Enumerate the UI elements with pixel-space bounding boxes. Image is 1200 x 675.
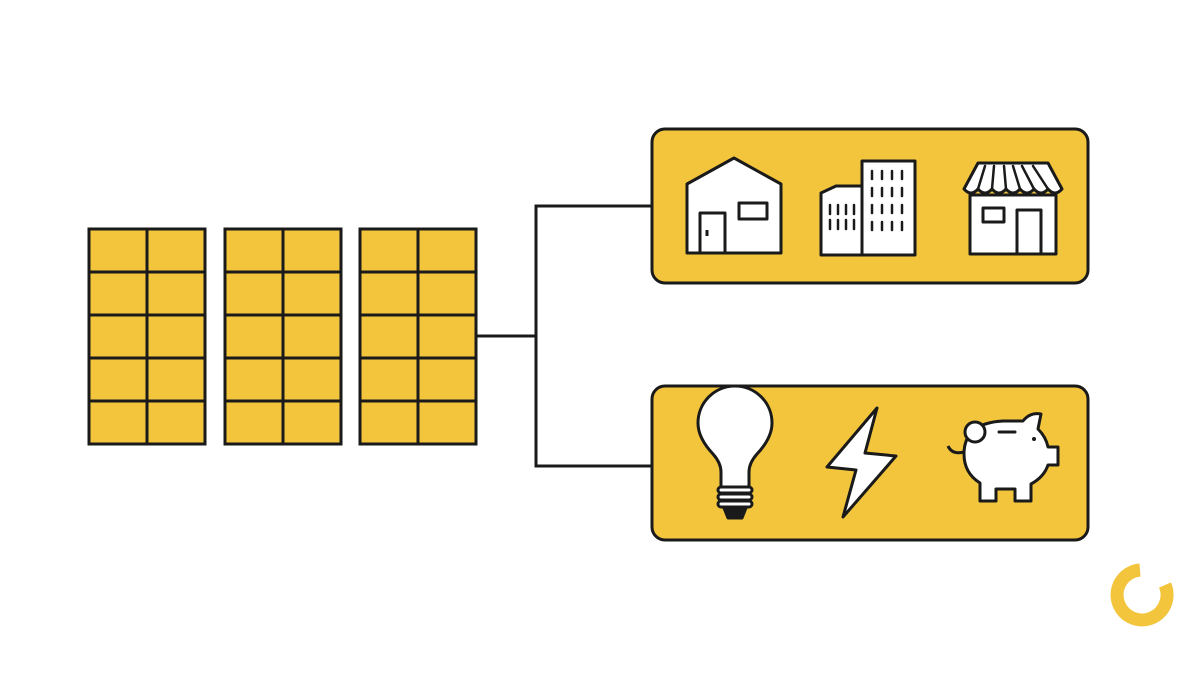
solar-cell — [416, 270, 478, 317]
uses-box — [650, 127, 1090, 285]
solar-cell — [223, 270, 285, 317]
solar-cell — [281, 356, 343, 403]
solar-cell — [223, 399, 285, 446]
solar-cell — [145, 313, 207, 360]
solar-cell — [87, 399, 149, 446]
solar-cell — [416, 313, 478, 360]
solar-cell — [87, 270, 149, 317]
solar-cell — [416, 356, 478, 403]
solar-cell — [358, 227, 420, 274]
solar-cell — [358, 356, 420, 403]
solar-cell — [358, 313, 420, 360]
solar-cell — [145, 227, 207, 274]
lightning-bolt-icon — [825, 406, 898, 519]
house-icon — [685, 156, 783, 255]
solar-cell — [145, 270, 207, 317]
storefront-icon — [962, 161, 1064, 256]
solar-cell — [416, 399, 478, 446]
solar-cell — [87, 356, 149, 403]
solar-panel-array — [87, 227, 478, 446]
solar-panel — [223, 227, 343, 446]
solar-cell — [223, 313, 285, 360]
solar-cell — [358, 399, 420, 446]
solar-cell — [416, 227, 478, 274]
solar-cell — [358, 270, 420, 317]
solar-panel — [87, 227, 207, 446]
benefits-box — [650, 384, 1090, 542]
light-bulb-icon — [696, 384, 774, 520]
solar-cell — [223, 227, 285, 274]
solar-cell — [281, 270, 343, 317]
solar-cell — [145, 356, 207, 403]
ring-logo-icon — [1110, 563, 1174, 627]
solar-cell — [281, 399, 343, 446]
solar-cell — [145, 399, 207, 446]
solar-cell — [87, 313, 149, 360]
piggy-bank-icon — [946, 412, 1060, 503]
solar-panel — [358, 227, 478, 446]
connector-lines — [476, 204, 652, 468]
solar-cell — [223, 356, 285, 403]
solar-cell — [281, 227, 343, 274]
office-buildings-icon — [819, 159, 917, 257]
solar-cell — [281, 313, 343, 360]
solar-cell — [87, 227, 149, 274]
